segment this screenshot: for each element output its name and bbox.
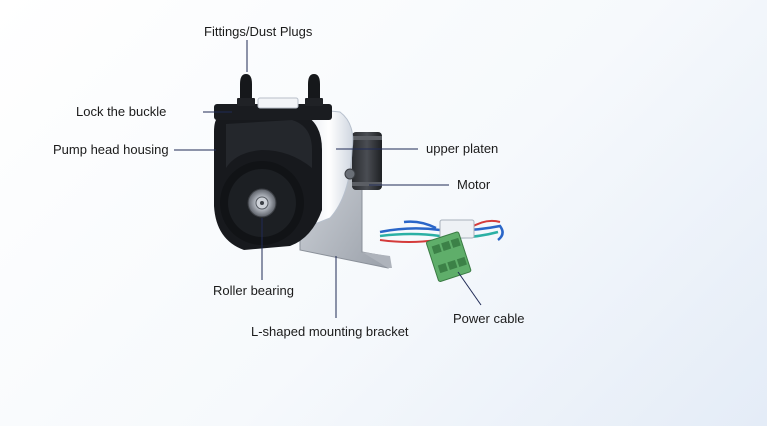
label-upper-platen: upper platen — [426, 141, 498, 156]
leader-power-cable — [458, 272, 481, 305]
label-power-cable: Power cable — [453, 311, 525, 326]
label-l-shaped-mounting-bracket: L-shaped mounting bracket — [251, 324, 409, 339]
motor-body — [352, 132, 382, 190]
label-roller-bearing: Roller bearing — [213, 283, 294, 298]
label-fittings-dust-plugs: Fittings/Dust Plugs — [204, 24, 312, 39]
roller-bearing — [248, 189, 276, 217]
label-pump-head-housing: Pump head housing — [53, 142, 169, 157]
platen-screw-icon — [345, 169, 355, 179]
label-motor: Motor — [457, 177, 490, 192]
label-lock-the-buckle: Lock the buckle — [76, 104, 166, 119]
power-connector — [426, 232, 471, 282]
